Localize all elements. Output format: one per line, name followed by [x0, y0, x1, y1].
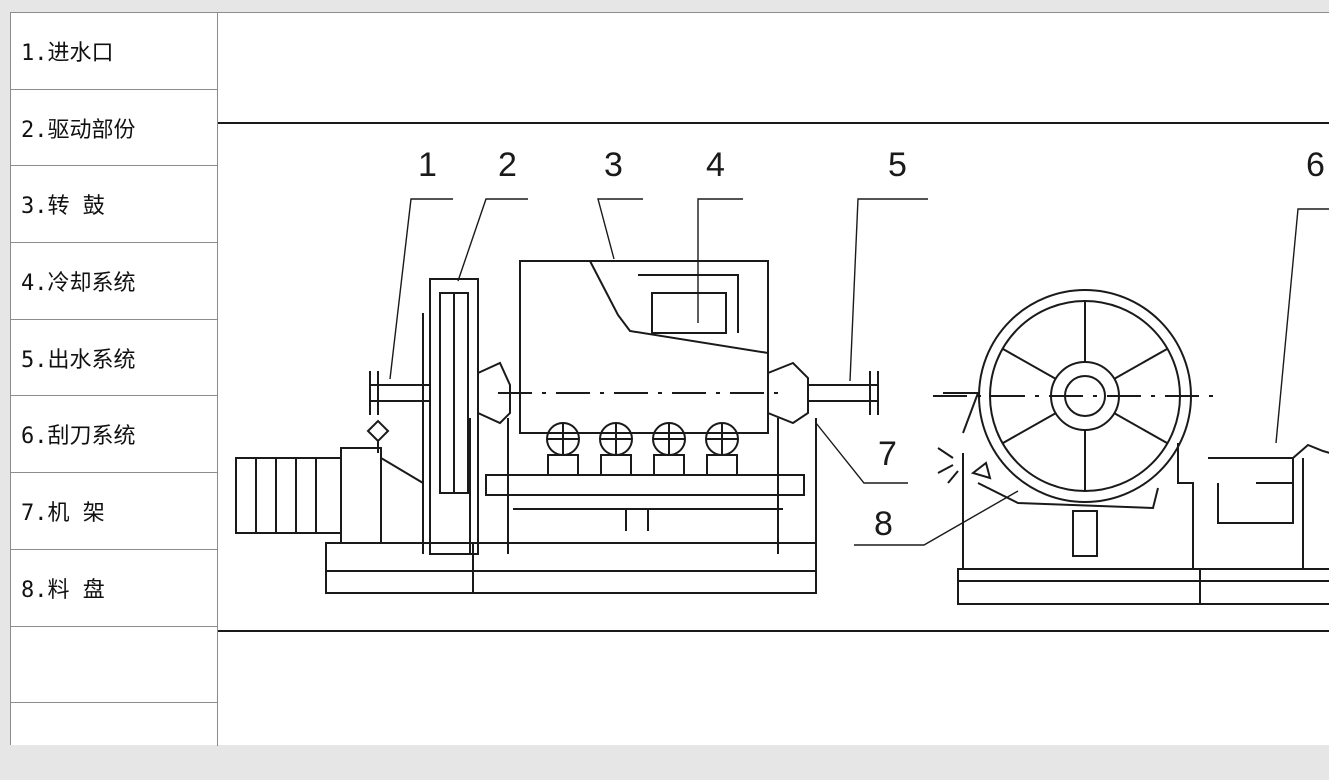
legend-item-drum: 3.转 鼓: [11, 166, 217, 244]
drum-flaker-diagram: 1 2 3 4 5 6 7 8: [218, 122, 1329, 632]
callout-7: 7: [878, 435, 897, 473]
end-view: [937, 289, 1329, 605]
callout-3: 3: [604, 146, 623, 184]
machine-drawing: 1 2 3 4 5 6 7 8: [218, 13, 1329, 746]
leader-lines: [389, 198, 1329, 546]
parts-legend: 1.进水口 2.驱动部份 3.转 鼓 4.冷却系统 5.出水系统 6.刮刀系统 …: [11, 13, 218, 746]
callout-6: 6: [1306, 146, 1325, 184]
legend-item-drive: 2.驱动部份: [11, 90, 217, 167]
callout-2: 2: [498, 146, 517, 184]
diagram-frame: 1.进水口 2.驱动部份 3.转 鼓 4.冷却系统 5.出水系统 6.刮刀系统 …: [10, 12, 1329, 746]
legend-item-empty: [11, 627, 217, 704]
legend-item-tray: 8.料 盘: [11, 550, 217, 627]
callout-8: 8: [874, 505, 893, 543]
legend-item-inlet: 1.进水口: [11, 13, 217, 90]
callout-1: 1: [418, 146, 437, 184]
legend-item-outlet: 5.出水系统: [11, 320, 217, 397]
legend-item-cooling: 4.冷却系统: [11, 243, 217, 320]
side-view: [235, 260, 879, 594]
callout-4: 4: [706, 146, 725, 184]
legend-item-scraper: 6.刮刀系统: [11, 396, 217, 474]
legend-item-empty: [11, 703, 217, 780]
callout-5: 5: [888, 146, 907, 184]
cooling-nozzles: [546, 422, 739, 476]
legend-item-frame: 7.机 架: [11, 473, 217, 550]
